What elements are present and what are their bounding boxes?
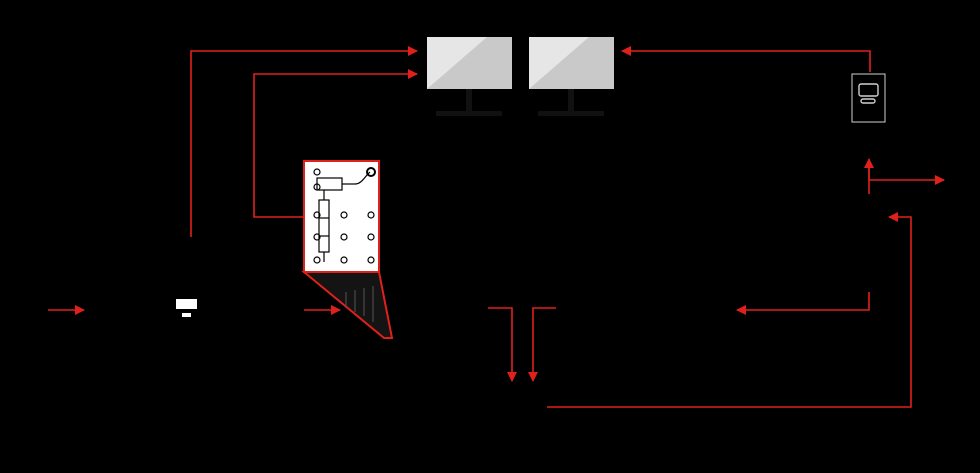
valve-panel-dots (313, 168, 375, 264)
arrow-panel-to-monitor (253, 69, 418, 218)
arrow-branch-right (868, 166, 945, 185)
valve-panel (301, 160, 394, 339)
arrow-return-loop (547, 212, 912, 408)
arrow-splitter-right (528, 307, 556, 382)
small-sensor (176, 299, 197, 317)
monitor-left (427, 37, 512, 116)
tablet-icon (851, 73, 886, 123)
arrow-splitter-left (488, 307, 517, 382)
sensor-icon (176, 299, 197, 309)
sensor-base-icon (182, 313, 191, 317)
tablet-screen-icon (858, 83, 879, 97)
monitor-right-stand (568, 89, 574, 111)
monitor-right (529, 37, 614, 116)
valve-panel-shadow (301, 271, 394, 339)
connection-lines (48, 46, 945, 408)
tablet-button-icon (860, 98, 876, 104)
monitor-left-stand (466, 89, 472, 111)
arrow-sensor-to-monitor (190, 46, 418, 237)
monitor-left-base (436, 111, 502, 116)
monitor-right-glare (529, 37, 589, 89)
monitor-right-base (538, 111, 604, 116)
arrow-tablet-to-monitor (621, 46, 871, 72)
valve-assembly-icon (316, 167, 376, 262)
arrow-to-processor (736, 292, 870, 315)
tablet-device (851, 73, 886, 123)
monitor-left-glare (427, 37, 487, 89)
